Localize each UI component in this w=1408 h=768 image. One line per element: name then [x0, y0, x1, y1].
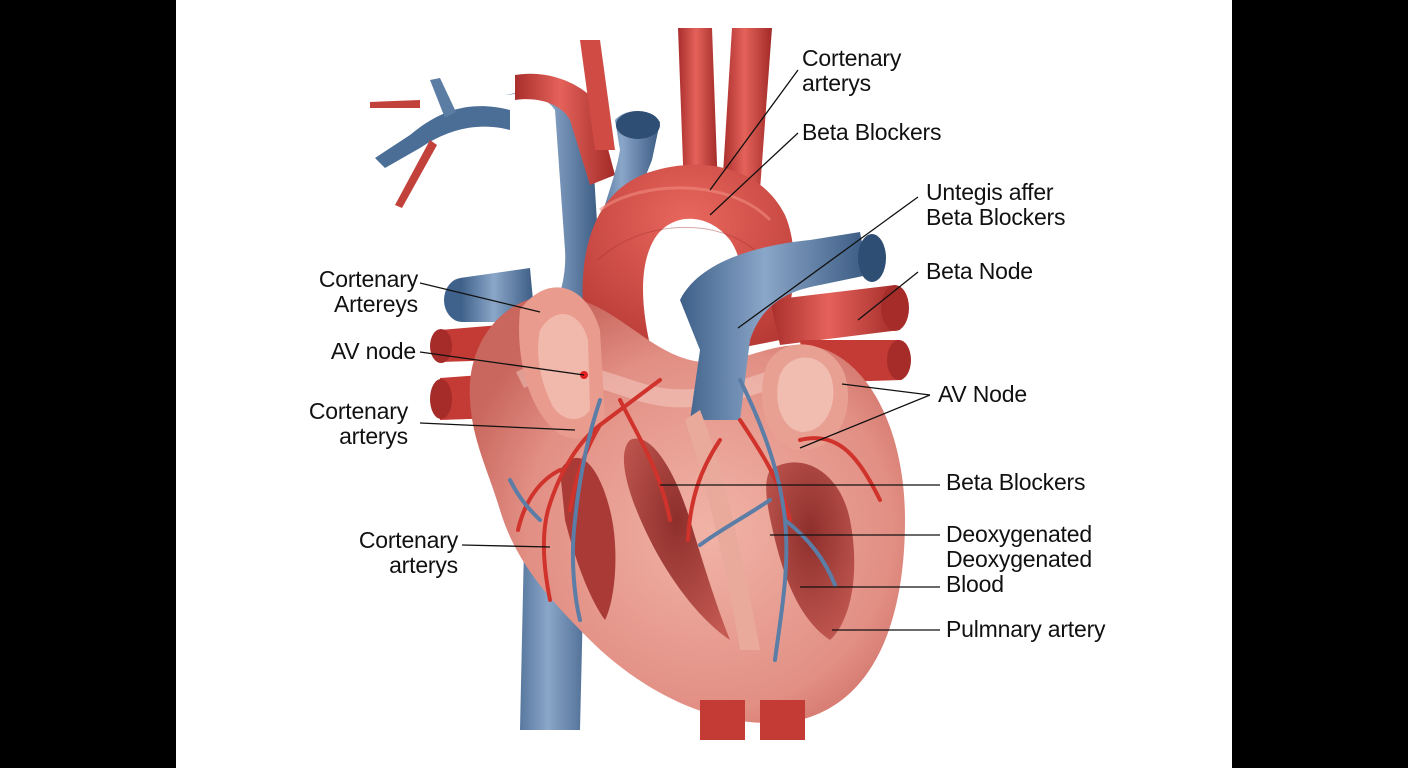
- artery-top-mid: [580, 40, 615, 150]
- label-beta-blockers-top: Beta Blockers: [802, 119, 942, 145]
- label-line: arterys: [389, 552, 458, 578]
- right-ventricle-chamber: [623, 438, 730, 640]
- pulmonary-artery-right: [770, 285, 900, 345]
- label-line: Cortenary: [802, 45, 902, 71]
- label-line: Cortenary: [358, 527, 458, 553]
- label-av-node-right: AV Node: [938, 382, 1027, 407]
- label-line: Beta Node: [926, 258, 1033, 284]
- label-cortenary-arterys-mid: Cortenary arterys: [290, 399, 408, 449]
- label-line: Beta Blockers: [926, 204, 1066, 230]
- label-cortenary-artereys: Cortenary Artereys: [300, 267, 418, 317]
- label-line: Untegis affer: [926, 179, 1054, 205]
- label-line: Deoxygenated: [946, 521, 1092, 547]
- label-pulmnary-artery: Pulmnary artery: [946, 616, 1106, 642]
- leader-lines: [419, 69, 940, 631]
- label-beta-node: Beta Node: [926, 259, 1033, 284]
- vein-branch-thin-2: [370, 100, 420, 108]
- vein-branch-thin: [395, 140, 437, 208]
- coronary-arteries: [516, 378, 882, 602]
- descending-aorta: [700, 700, 745, 740]
- label-untegis-affer: Untegis affer Beta Blockers: [926, 179, 1066, 230]
- label-line: Cortenary: [318, 266, 418, 292]
- label-line: Deoxygenated: [946, 546, 1092, 572]
- aortic-arch: [582, 164, 795, 350]
- label-line: Pulmnary artery: [946, 616, 1106, 642]
- coronary-veins: [508, 378, 837, 662]
- label-cortenary-arterys-top: Cortenary arterys: [802, 46, 901, 96]
- label-beta-blockers-mid: Beta Blockers: [946, 469, 1086, 495]
- label-line: Cortenary: [308, 398, 408, 424]
- vein-branch-upper-left-2: [430, 78, 456, 118]
- label-line: arterys: [802, 70, 871, 96]
- label-line: Blood: [946, 571, 1004, 597]
- label-line: Beta Blockers: [946, 469, 1086, 495]
- artery-top-center: [678, 28, 718, 190]
- label-line: AV node: [330, 338, 416, 364]
- label-line: AV Node: [938, 381, 1027, 407]
- pulmonary-trunk: [680, 232, 868, 420]
- label-line: arterys: [339, 423, 408, 449]
- label-cortenary-arterys-bottom: Cortenary arterys: [340, 528, 458, 578]
- artery-top-right: [722, 28, 772, 190]
- label-deoxygenated-blood: Deoxygenated Deoxygenated Blood: [946, 522, 1092, 597]
- vein-branch-upper-left: [375, 106, 510, 168]
- label-av-node-left: AV node: [300, 339, 416, 364]
- label-line: Artereys: [333, 291, 418, 317]
- label-line: Beta Blockers: [802, 119, 942, 145]
